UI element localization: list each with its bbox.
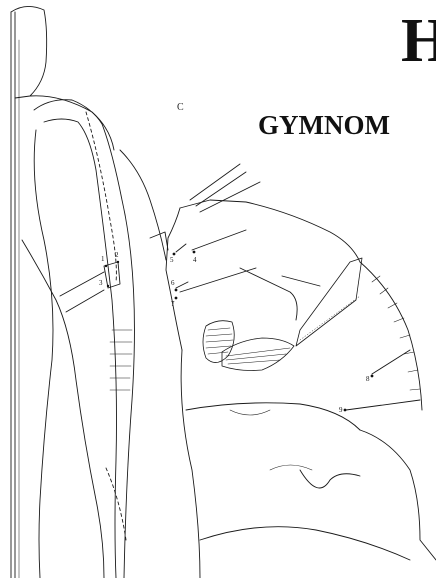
left-cap-outline: [11, 6, 47, 98]
callout-2: 2: [115, 252, 119, 259]
limb-outline: [34, 100, 134, 578]
leader-9: [346, 400, 420, 410]
callout-7: 7: [171, 301, 175, 308]
ribbed-band: [110, 330, 132, 390]
central-outline: [180, 200, 360, 262]
leader-8: [372, 350, 410, 374]
blade: [296, 258, 362, 346]
callout-9: 9: [339, 407, 343, 414]
plate-heading-letter: H: [401, 10, 436, 72]
callout-6: 6: [171, 280, 175, 287]
callout-3: 3: [99, 280, 103, 287]
panel-label: C: [177, 103, 184, 113]
callout-5: 5: [170, 257, 174, 264]
callout-8: 8: [366, 376, 370, 383]
callout-4: 4: [193, 257, 197, 264]
right-arc: [360, 262, 422, 410]
genus-title: GYMNOM: [258, 112, 390, 139]
striated-pad: [203, 321, 234, 363]
callout-1: 1: [101, 256, 105, 263]
